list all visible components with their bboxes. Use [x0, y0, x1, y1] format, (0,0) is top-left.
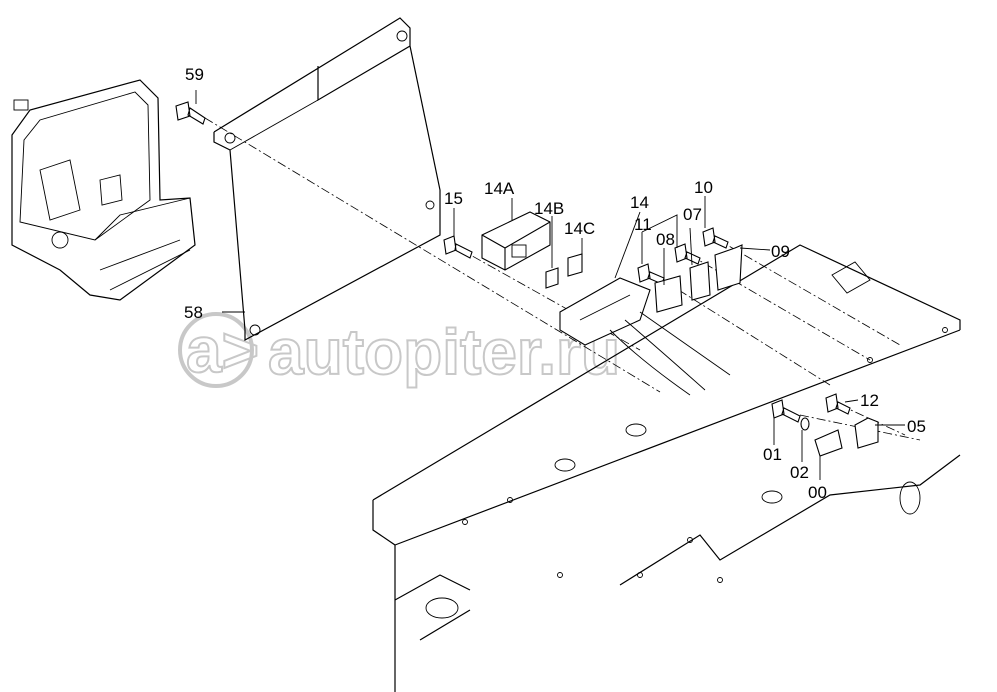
relay-07	[689, 261, 711, 301]
callout-14a: 14A	[484, 179, 515, 198]
bolt-15	[443, 235, 473, 259]
bolt-01	[771, 399, 801, 423]
connector-14	[559, 277, 731, 396]
callout-12: 12	[860, 391, 879, 410]
watermark: a> autopiter.ru	[178, 312, 621, 389]
callout-14c: 14C	[564, 219, 595, 238]
callout-15: 15	[444, 189, 463, 208]
bolt-11	[637, 263, 665, 285]
bolt-10	[702, 227, 729, 249]
watermark-logo: a>	[186, 314, 259, 386]
bolt-12	[825, 393, 851, 415]
callout-05: 05	[907, 417, 926, 436]
callout-14b: 14B	[534, 199, 564, 218]
callout-14: 14	[630, 193, 649, 212]
bolt-07	[674, 243, 701, 265]
callout-07: 07	[683, 205, 702, 224]
callout-09: 09	[771, 242, 790, 261]
callout-00: 00	[808, 483, 827, 502]
connector-14B	[545, 267, 559, 289]
callout-58: 58	[184, 303, 203, 322]
relay-00	[814, 429, 843, 457]
connector-14C	[567, 253, 583, 277]
callout-01: 01	[763, 445, 782, 464]
relay-09	[714, 244, 743, 291]
callout-02: 02	[790, 463, 809, 482]
callout-08: 08	[656, 230, 675, 249]
callout-labels: 59 58 15 14A 14B 14C 14 11 10 07 08 09 1…	[184, 65, 926, 502]
callout-11: 11	[634, 215, 652, 234]
callout-10: 10	[694, 178, 713, 197]
module-14A	[481, 211, 551, 271]
leader-lines	[195, 90, 905, 480]
washer-02	[800, 417, 810, 431]
assembly-lines	[204, 117, 921, 441]
main-frame	[372, 244, 961, 692]
callout-59: 59	[185, 65, 204, 84]
relay-08	[654, 275, 683, 313]
relay-05	[854, 417, 879, 449]
bolt-59	[175, 101, 206, 125]
excavator-thumbnail	[11, 79, 196, 301]
bracket-plate	[213, 17, 441, 342]
